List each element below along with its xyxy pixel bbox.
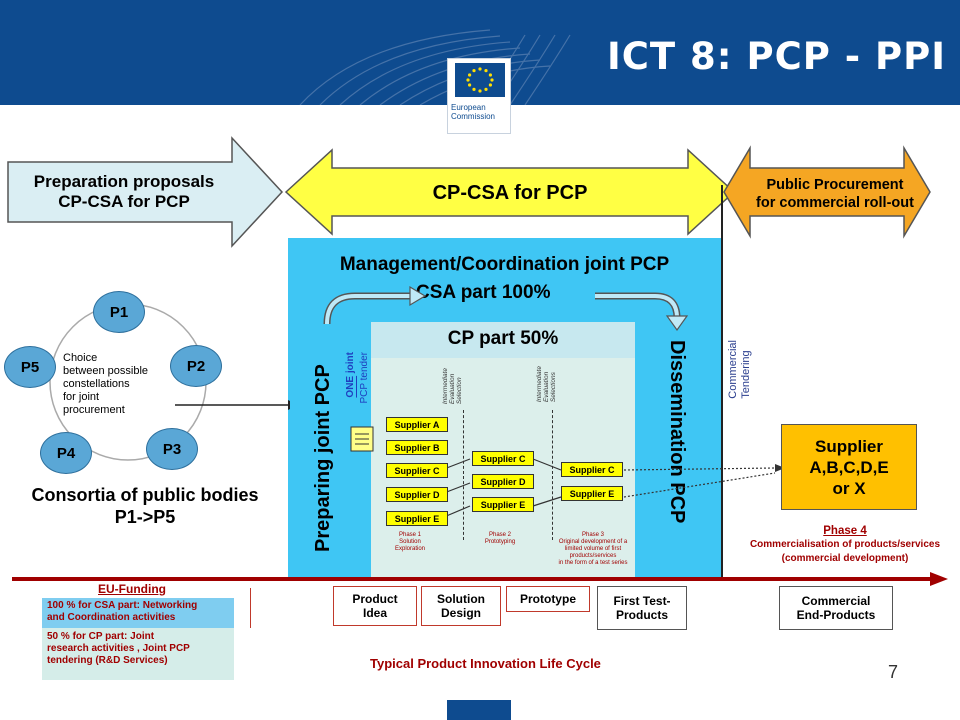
phase1-note: Phase 1 Solution Exploration <box>394 532 426 552</box>
cp-csa-label: CP-CSA for PCP <box>432 182 588 204</box>
logo-line-2: Commission <box>451 112 496 121</box>
eu-flag-icon <box>455 63 505 97</box>
management-title: Management/Coordination joint PCP <box>339 254 670 275</box>
one-word: ONE <box>345 375 356 398</box>
supplier-p2-e: Supplier E <box>472 497 534 512</box>
phase4-title: Phase 4 <box>823 525 867 537</box>
preparation-arrow <box>7 136 284 248</box>
tender-document-icon <box>350 426 374 452</box>
public-procurement-label: Public Procurement for commercial roll-o… <box>756 177 914 211</box>
csa-curved-arrow <box>323 285 689 332</box>
node-p5: P5 <box>4 346 56 388</box>
cp-panel-header <box>371 322 635 358</box>
supplier-p2-d: Supplier D <box>472 474 534 489</box>
phase-divider-1 <box>463 410 464 540</box>
phase-divider-2 <box>552 410 553 540</box>
eu-funding-cp: 50 % for CP part: Joint research activit… <box>42 628 234 680</box>
node-p4: P4 <box>40 432 92 474</box>
eu-stars <box>466 67 494 93</box>
stage-product-idea: Product Idea <box>333 586 417 626</box>
top-arrows <box>7 136 931 248</box>
supplier-p1-a: Supplier A <box>386 417 448 432</box>
supplier-p1-b: Supplier B <box>386 440 448 455</box>
consortia-label-1: Consortia of public bodies <box>31 485 259 505</box>
selection-label-1: Intermediate Evaluation Selection <box>442 368 463 405</box>
bottom-flag-strip <box>447 700 511 720</box>
choice-text: Choice between possible constellations f… <box>63 352 149 416</box>
eu-funding-title: EU-Funding <box>98 582 166 596</box>
logo-line-1: European <box>451 103 486 112</box>
supplier-connectors <box>443 458 785 518</box>
procurement-divider <box>721 185 723 580</box>
supplier-p1-e: Supplier E <box>386 511 448 526</box>
supplier-p2-c: Supplier C <box>472 451 534 466</box>
commercial-tendering-label: Commercial Tendering <box>727 340 752 399</box>
phase3-note: Phase 3 Original development of a limite… <box>558 532 628 566</box>
header-arcs <box>299 29 571 105</box>
consortia-label-2: P1->P5 <box>114 507 176 527</box>
eu-funding-csa: 100 % for CSA part: Networking and Coord… <box>42 598 234 628</box>
logo-text: European Commission <box>451 103 495 121</box>
stage-solution-design: Solution Design <box>421 586 501 626</box>
preparation-label: Preparation proposals CP-CSA for PCP <box>33 172 215 211</box>
selection-label-2: Intermediate Evaluation Selections <box>536 366 557 403</box>
csa-part-label: CSA part 100% <box>416 282 551 303</box>
phase4-line2: (commercial development) <box>781 553 909 564</box>
preparing-pcp-label: Preparing joint PCP <box>312 364 334 552</box>
phase2-note: Phase 2 Prototyping <box>484 532 516 545</box>
supplier-p3-c: Supplier C <box>561 462 623 477</box>
page-title: ICT 8: PCP - PPI <box>607 35 946 78</box>
timeline-arrow <box>12 572 948 586</box>
phase4-line1: Commercialisation of products/services <box>749 539 941 550</box>
supplier-p1-d: Supplier D <box>386 487 448 502</box>
phase4-label: Phase 4 Commercialisation of products/se… <box>730 524 960 566</box>
final-supplier-box: Supplier A,B,C,D,E or X <box>781 424 917 510</box>
joint-word: joint <box>345 352 356 374</box>
node-p1: P1 <box>93 291 145 333</box>
stage-prototype: Prototype <box>506 586 590 612</box>
consortia-label: Consortia of public bodies P1->P5 <box>0 484 290 528</box>
stage-commercial-end-products: Commercial End-Products <box>779 586 893 630</box>
stage-first-test-products: First Test- Products <box>597 586 687 630</box>
one-joint-label: ONE joint <box>345 352 356 398</box>
cp-part-label: CP part 50% <box>447 328 559 349</box>
page-number: 7 <box>888 662 899 682</box>
dissemination-label: Dissemination PCP <box>666 340 688 524</box>
supplier-p1-c: Supplier C <box>386 463 448 478</box>
supplier-p3-e: Supplier E <box>561 486 623 501</box>
public-procurement-arrow <box>723 145 931 239</box>
node-p3: P3 <box>146 428 198 470</box>
pcp-tender-label: PCP tender <box>359 352 370 404</box>
funding-divider <box>250 588 251 628</box>
lifecycle-caption: Typical Product Innovation Life Cycle <box>370 656 601 671</box>
node-p2: P2 <box>170 345 222 387</box>
